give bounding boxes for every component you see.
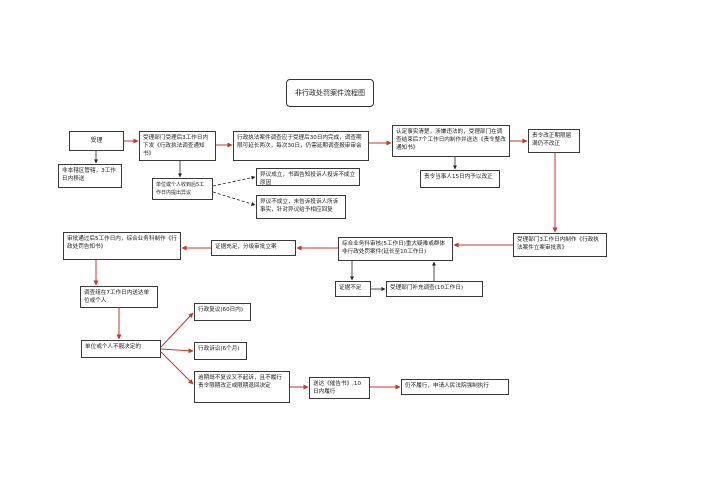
node-not-jurisdiction[interactable]: 非本辖区管辖，3工作日内移送: [58, 164, 122, 188]
node-overdue[interactable]: 逾期既不复议又不起诉，且不履行责令限期改正或限期退回决定: [194, 371, 290, 403]
edge-objection-to-valid: [212, 175, 256, 187]
node-legal-review[interactable]: 综合业务科审核(5工作日)重大疑难或群体非行政处罚案件(延长至10工作日): [338, 237, 453, 261]
node-evidence-insufficient[interactable]: 证据不足: [335, 281, 371, 297]
node-order-rectify[interactable]: 责令当事人15日内予以改正: [420, 170, 500, 188]
node-supplement[interactable]: 受理部门补充调查(10工作日): [386, 281, 483, 297]
edge-disagree-to-litigation: [160, 348, 194, 354]
node-objection-valid[interactable]: 异议成立，书面告知投诉人投诉不成立原因: [256, 168, 360, 186]
edge-disagree-to-reconsider: [160, 312, 194, 348]
node-objection-invalid[interactable]: 异议不成立，未告诉投诉人所诉事实，针对异议给予相应回复: [256, 195, 346, 219]
edge-objection-to-invalid: [212, 191, 256, 206]
node-decision-book[interactable]: 送达《催告书》,10日内履行: [309, 377, 370, 399]
node-review-approve[interactable]: 审批通过后5工作日内，综合业务科制作《行政处罚告知书》: [63, 232, 181, 260]
node-make-approval[interactable]: 受理部门3工作日内制作《行政执法案件立案审批表》: [513, 233, 607, 257]
node-enforce[interactable]: 仍不履行，申请人民法院强制执行: [401, 379, 509, 395]
node-deliver[interactable]: 调查组在7工作日内送达单位或个人: [80, 286, 158, 308]
node-litigation[interactable]: 行政诉讼(6个月): [194, 342, 247, 360]
page-title: 非行政处罚案件流程图: [286, 79, 374, 107]
node-accept[interactable]: 受理: [69, 131, 124, 151]
node-accept-dept[interactable]: 受理部门受理后3工作日内下发《行政执法调查通知书》: [139, 131, 216, 161]
node-reconsider[interactable]: 行政复议(60日内): [194, 303, 251, 321]
node-evidence-adequate[interactable]: 证据充足，分级审批立案: [211, 240, 296, 256]
edge-disagree-to-overdue: [160, 351, 194, 385]
node-unit-objection[interactable]: 单位或个人收到后5工作日内提出异议: [152, 178, 213, 200]
node-investigate[interactable]: 行政执法案件调查应于受理后30日内完成，调查期限可延长两次，每次30日，仍需延期…: [233, 131, 369, 161]
node-ordered-no-fix[interactable]: 责令改正期限届满仍不改正: [528, 129, 580, 153]
node-unit-disagree[interactable]: 单位或个人不服决定的: [81, 340, 161, 358]
node-determine-fact[interactable]: 认定事实清楚，涉嫌违法的，受理部门在调查结束后7个工作日内制作并送达《责令整改通…: [392, 125, 510, 157]
